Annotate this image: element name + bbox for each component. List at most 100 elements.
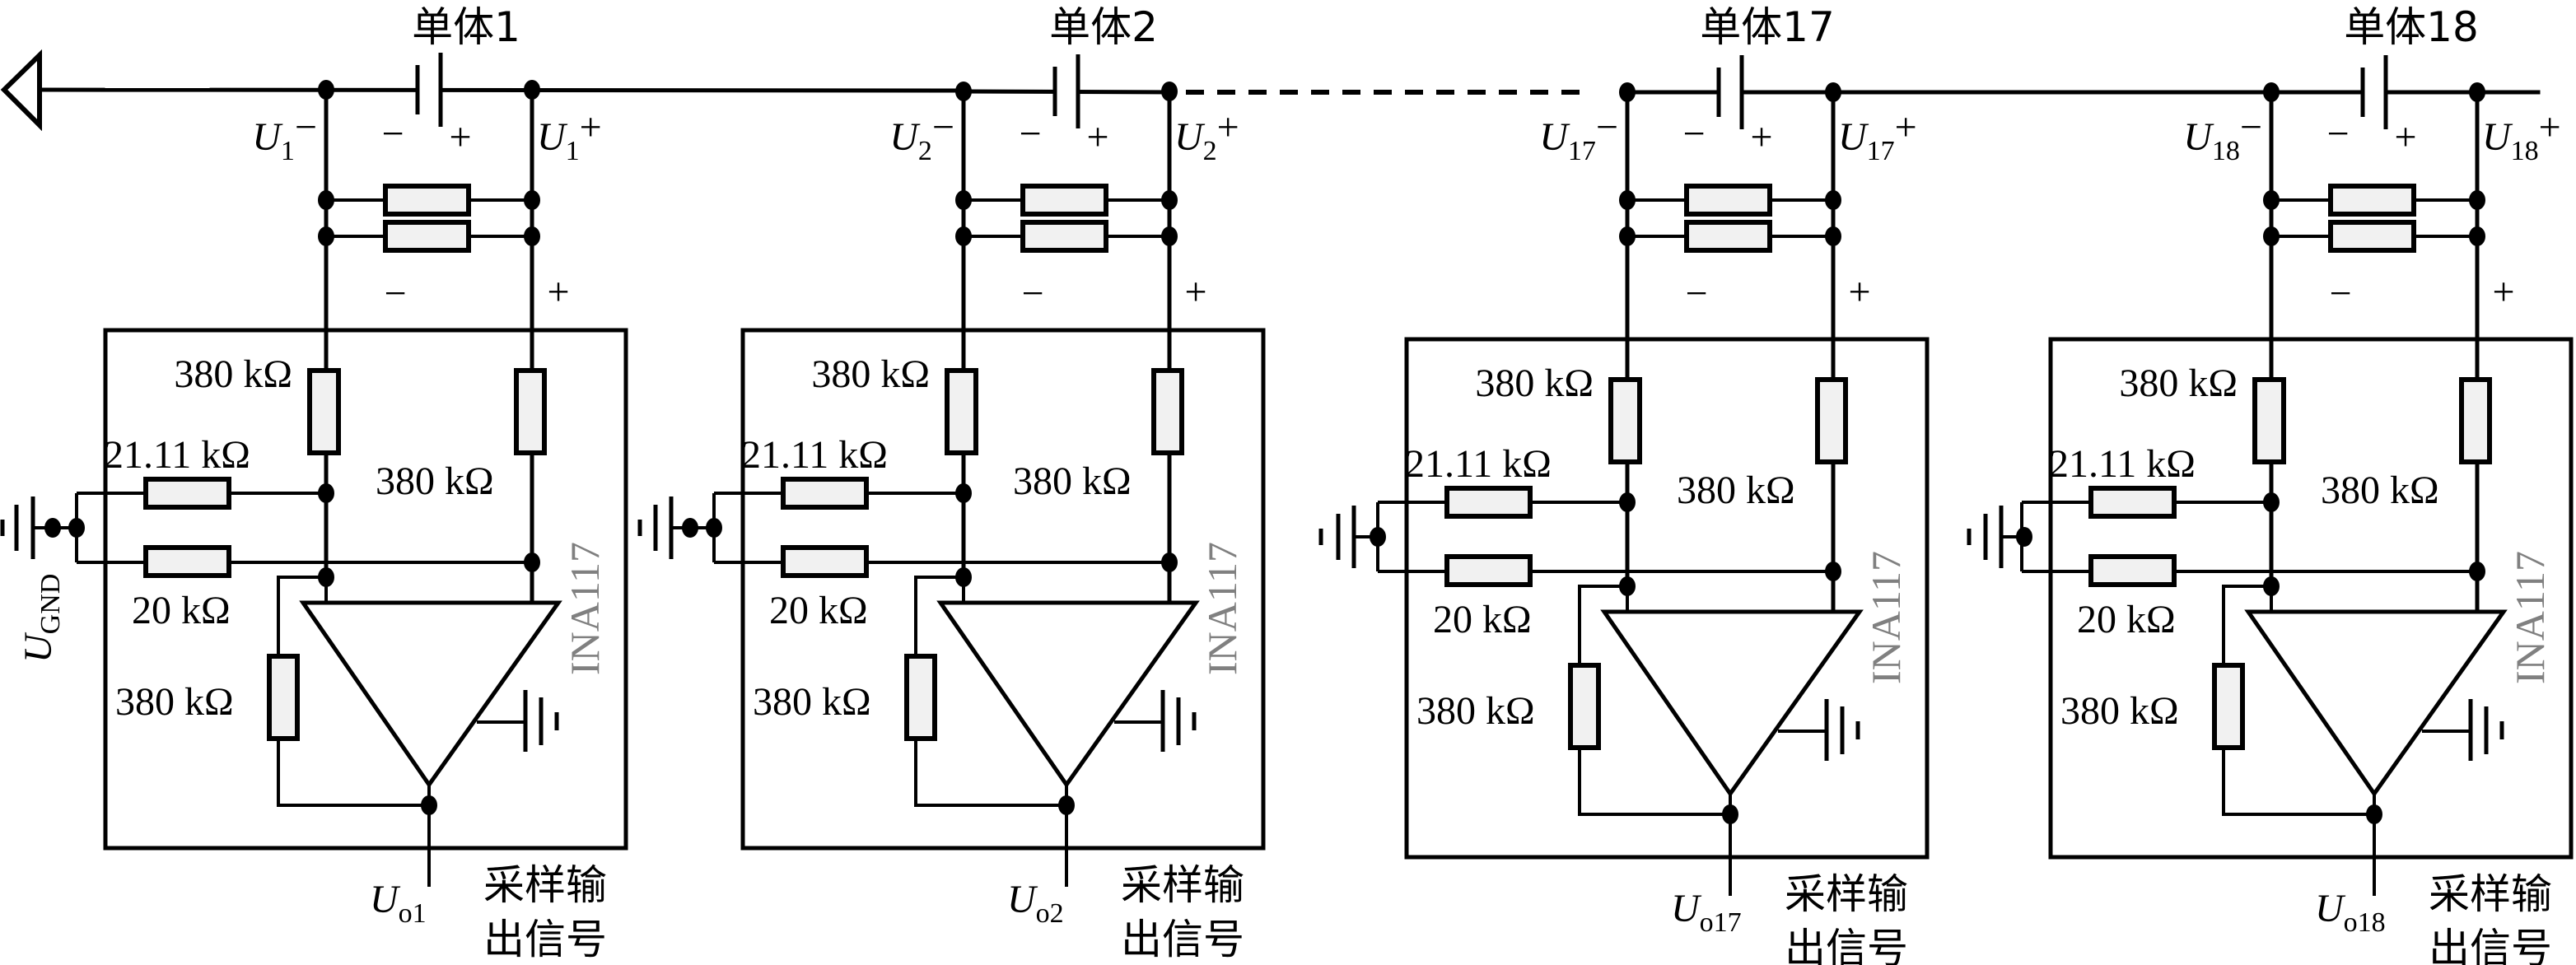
node-ground [1370,527,1386,547]
amplifier-icon [936,600,1200,789]
u-minus-label-sign: − [2240,105,2262,149]
u-plus-label-sign: + [2539,105,2561,149]
r-ref-label: 21.11 kΩ [1405,442,1552,486]
balance-resistor-2 [1020,220,1108,253]
u-plus-label: U18+ [2482,105,2561,166]
node-balance [2263,226,2280,246]
battery-minus-sign: − [2326,112,2349,156]
u-minus-label-sub: 17 [1568,136,1596,166]
unit-label: 单体2 [1049,3,1158,51]
r-feedback-label: 380 kΩ [115,680,234,724]
balance-resistor-1 [383,184,471,217]
resistor-feedback [1568,663,1601,750]
battery-minus-sign: − [1682,112,1705,156]
balance-resistor-1 [1684,184,1772,217]
u-plus-label-main: U [2482,115,2513,159]
ground-label-sub: GND [35,574,66,635]
node-balance [1619,226,1636,246]
u-minus-label-sub: 2 [918,136,932,166]
resistor-ref-21k [2088,486,2177,519]
u-minus-label-sub: 18 [2212,136,2240,166]
u-plus-label-sub: 1 [566,136,580,166]
u-minus-label: U2− [889,105,954,166]
output-desc-line1: 采样输 [483,861,607,909]
output-label: Uo2 [1007,878,1064,929]
output-desc-line1: 采样输 [1121,861,1244,909]
node-ground [68,518,85,538]
output-desc-line2: 出信号 [1785,925,1908,965]
node-balance [318,190,334,210]
output-desc-line1: 采样输 [2429,870,2552,918]
output-desc-line1: 采样输 [1785,870,1908,918]
output-desc-line2: 出信号 [483,916,607,963]
resistor-ref-21k [143,477,231,510]
r-top-right-label: 380 kΩ [1013,459,1132,503]
r-top-left-label: 380 kΩ [811,352,930,396]
node-ref [318,483,334,503]
output-label-main: U [370,878,401,921]
node-gnd [524,552,540,572]
resistor-ref-20k [781,545,869,578]
node-balance [1161,226,1178,246]
node-ref [955,483,972,503]
node-balance [524,190,540,210]
node-gnd [1161,552,1178,572]
u-plus-label-main: U [1174,115,1206,159]
node-balance [1825,226,1841,246]
u-plus-label-main: U [1838,115,1869,159]
u-minus-label-main: U [1539,115,1570,159]
r-feedback-label: 380 kΩ [1416,689,1535,733]
input-minus-sign: − [384,272,406,315]
r-ref-label: 21.11 kΩ [104,433,250,477]
u-plus-label-sign: + [580,105,602,149]
resistor-input-minus [307,368,341,455]
amplifier-icon [299,600,562,789]
node-ground [706,518,722,538]
chip-label: INA117 [1863,551,1909,684]
resistor-feedback [267,654,300,741]
output-label-main: U [1671,887,1702,930]
amplifier-icon [2244,609,2508,798]
u-plus-label-sign: + [1895,105,1917,149]
node-balance [1161,190,1178,210]
u-minus-label-sign: − [295,105,317,149]
r-top-right-label: 380 kΩ [376,459,494,503]
ina117-box [103,328,628,851]
r-feedback-label: 380 kΩ [2060,689,2179,733]
balance-resistor-2 [2328,220,2416,253]
unit-label: 单体17 [1700,3,1835,51]
r-top-left-label: 380 kΩ [174,352,292,396]
battery-plus-sign: + [449,115,471,159]
resistor-feedback [2212,663,2245,750]
resistor-ref-20k [1444,554,1533,587]
balance-resistor-2 [383,220,471,253]
battery-gap [1057,87,1076,96]
ina117-box [1404,337,1930,860]
balance-resistor-2 [1684,220,1772,253]
r-feedback-label: 380 kΩ [753,680,871,724]
resistor-input-plus [2459,377,2492,464]
u-minus-label-main: U [252,115,283,159]
battery-gap [2364,88,2384,96]
input-plus-sign: + [1184,270,1206,314]
output-label: Uo1 [370,878,427,929]
u-plus-label-main: U [537,115,568,159]
output-desc-line2: 出信号 [2429,925,2552,965]
r-ref-label: 21.11 kΩ [741,433,888,477]
output-label-sub: o1 [399,898,427,929]
output-label-sub: o18 [2344,907,2386,938]
resistor-input-minus [945,368,978,455]
output-label: Uo18 [2315,887,2386,938]
u-plus-label: U17+ [1838,105,1917,166]
node-gnd [1825,562,1841,581]
r-top-right-label: 380 kΩ [1677,469,1795,512]
node-balance [318,226,334,246]
ina117-box [2048,337,2574,860]
r-gnd-label: 20 kΩ [132,589,231,632]
